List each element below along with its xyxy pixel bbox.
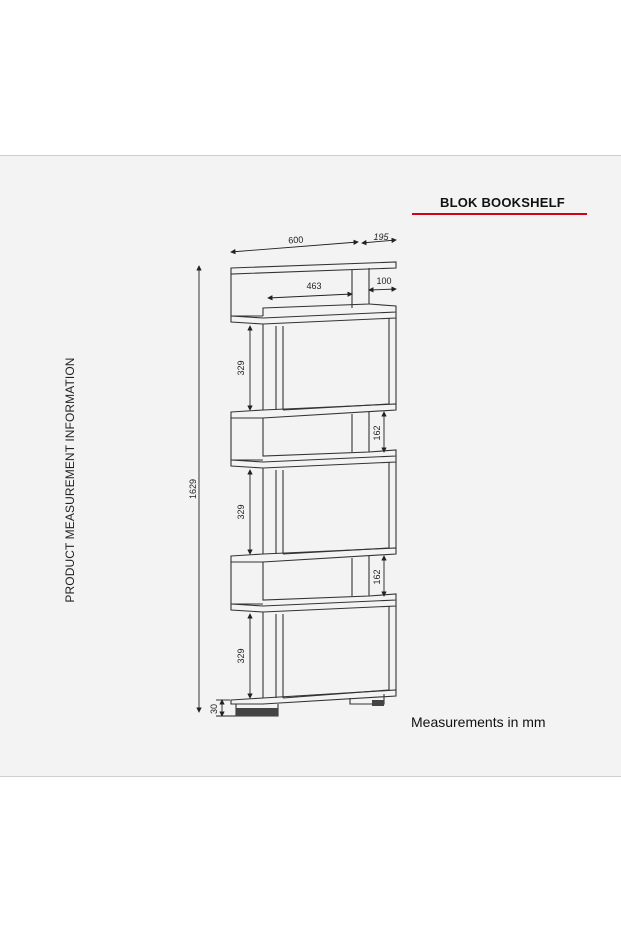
title-underline <box>412 213 587 215</box>
product-title: BLOK BOOKSHELF <box>440 195 565 210</box>
dim-base-height-label: 30 <box>209 704 219 714</box>
dim-compartment-3-label: 329 <box>236 648 246 663</box>
dim-gap-2-label: 162 <box>372 569 382 584</box>
bookshelf-feet <box>236 700 384 716</box>
dimension-lines <box>196 237 397 717</box>
dim-gap-1-label: 162 <box>372 425 382 440</box>
bookshelf-outline <box>230 261 397 717</box>
dim-compartment-1-label: 329 <box>236 360 246 375</box>
dim-inner-width-label: 463 <box>306 281 321 291</box>
units-note: Measurements in mm <box>411 714 546 730</box>
dim-total-height-label: 1629 <box>188 479 198 499</box>
dim-compartment-2-label: 329 <box>236 504 246 519</box>
dim-depth-label: 195 <box>373 232 389 242</box>
dim-width-label: 600 <box>288 234 304 245</box>
dim-inset-label: 100 <box>376 276 391 286</box>
